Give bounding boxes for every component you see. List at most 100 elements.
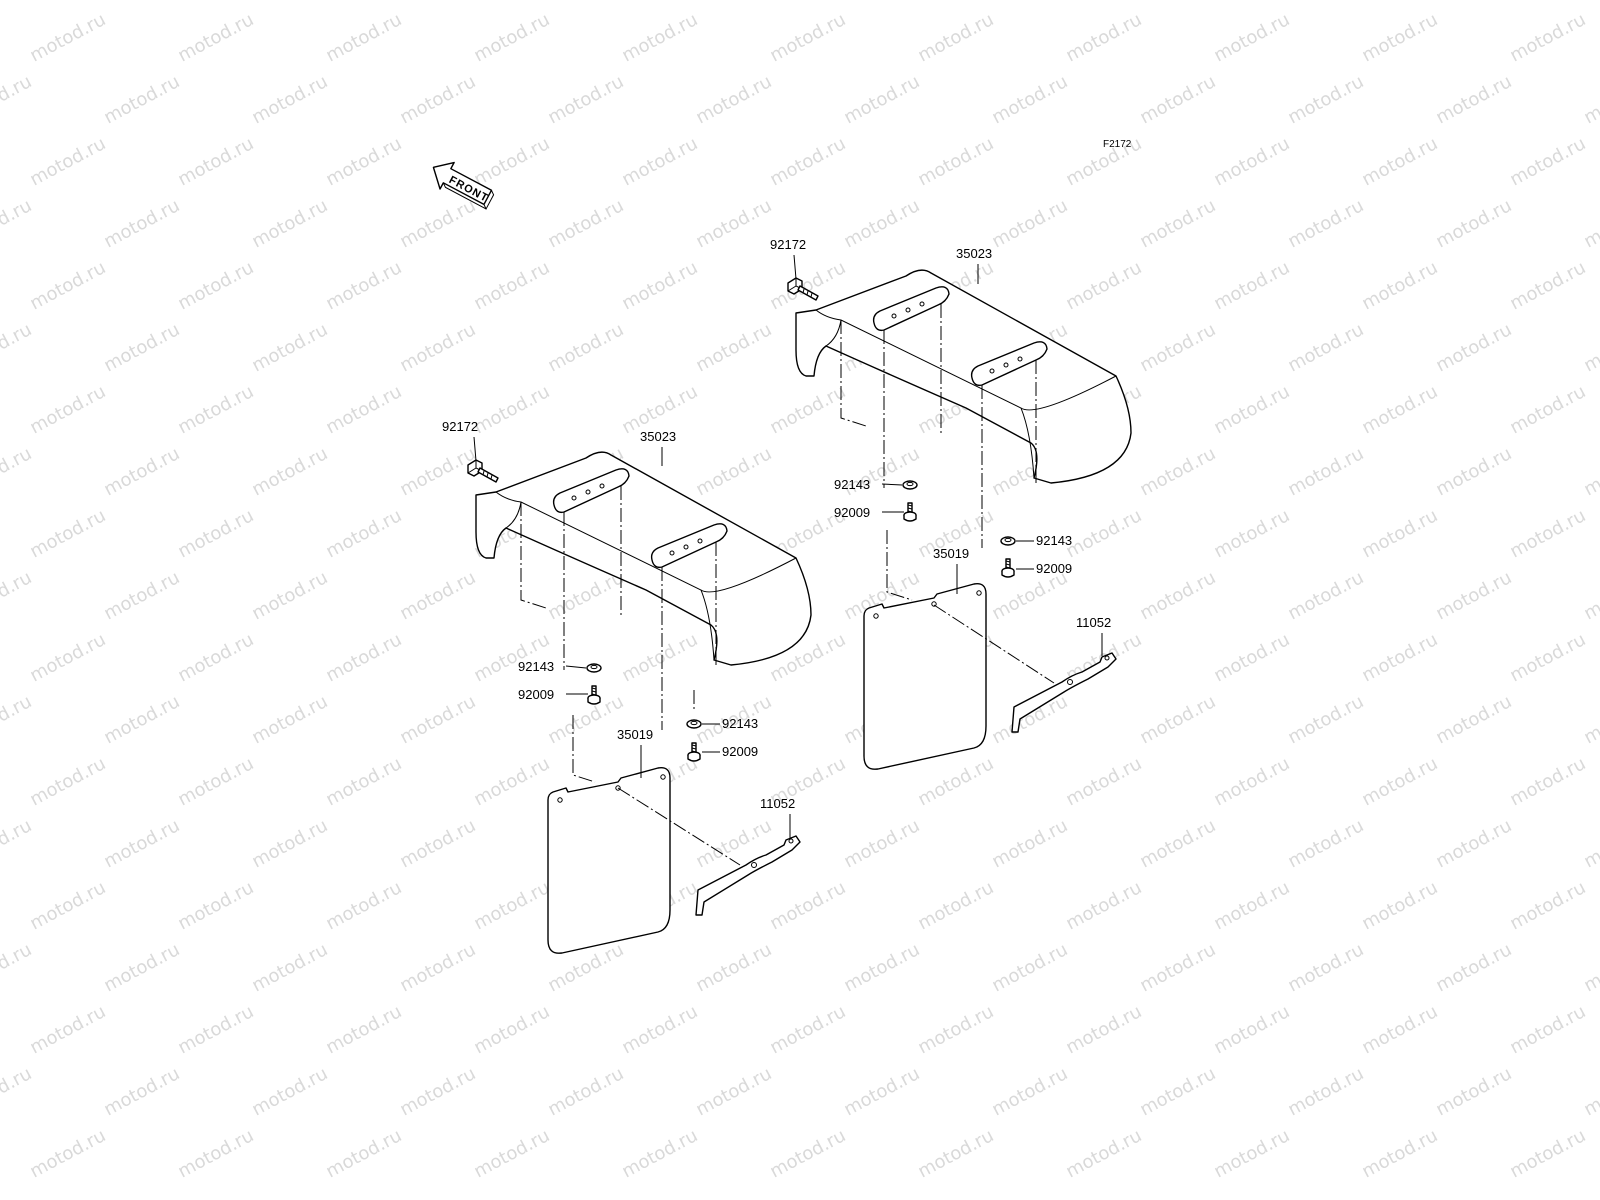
watermark-text: motod.ru	[26, 1001, 109, 1058]
watermark-text: motod.ru	[470, 1125, 553, 1182]
watermark-text: motod.ru	[1432, 939, 1515, 996]
watermark-text: motod.ru	[692, 0, 775, 4]
watermark-text: motod.ru	[174, 1125, 257, 1182]
watermark-text: motod.ru	[1284, 0, 1367, 4]
watermark-text: motod.ru	[1358, 753, 1441, 810]
watermark-text: motod.ru	[396, 815, 479, 872]
watermark-text: motod.ru	[26, 133, 109, 190]
watermark-text: motod.ru	[322, 629, 405, 686]
watermark-text: motod.ru	[544, 0, 627, 4]
watermark-text: motod.ru	[0, 71, 35, 128]
watermark-text: motod.ru	[248, 443, 331, 500]
watermark-text: motod.ru	[396, 1063, 479, 1120]
callout-a-bracket: 11052	[760, 796, 795, 811]
watermark-text: motod.ru	[1136, 567, 1219, 624]
watermark-text: motod.ru	[1210, 629, 1293, 686]
watermark-text: motod.ru	[692, 71, 775, 128]
watermark-text: motod.ru	[0, 443, 35, 500]
watermark-text: motod.ru	[1358, 381, 1441, 438]
watermark-text: motod.ru	[1136, 443, 1219, 500]
watermark-text: motod.ru	[1358, 1125, 1441, 1182]
callout-a-washer-right: 92143	[722, 716, 758, 731]
watermark-text: motod.ru	[1062, 1125, 1145, 1182]
watermark-text: motod.ru	[692, 1063, 775, 1120]
watermark-text: motod.ru	[322, 257, 405, 314]
watermark-text: motod.ru	[1506, 629, 1589, 686]
watermark-text: motod.ru	[0, 0, 35, 4]
watermark-text: motod.ru	[1062, 1001, 1145, 1058]
watermark-text: motod.ru	[248, 195, 331, 252]
watermark-text: motod.ru	[1062, 9, 1145, 66]
watermark-text: motod.ru	[248, 71, 331, 128]
watermark-text: motod.ru	[840, 815, 923, 872]
fender-assembly-b	[787, 269, 1132, 770]
watermark-text: motod.ru	[988, 939, 1071, 996]
watermark-text: motod.ru	[1358, 877, 1441, 934]
watermark-text: motod.ru	[1358, 629, 1441, 686]
watermark-text: motod.ru	[100, 443, 183, 500]
watermark-text: motod.ru	[618, 629, 701, 686]
watermark-text: motod.ru	[470, 133, 553, 190]
watermark-text: motod.ru	[766, 877, 849, 934]
watermark-text: motod.ru	[988, 815, 1071, 872]
watermark-text: motod.ru	[100, 567, 183, 624]
watermark-text: motod.ru	[1432, 443, 1515, 500]
watermark-text: motod.ru	[618, 9, 701, 66]
watermark-text: motod.ru	[248, 1063, 331, 1120]
watermark-text: motod.ru	[1432, 567, 1515, 624]
watermark-text: motod.ru	[1062, 877, 1145, 934]
bolt-92009-a-left	[587, 685, 601, 705]
watermark-text: motod.ru	[100, 71, 183, 128]
watermark-text: motod.ru	[322, 753, 405, 810]
callout-a-bolt-left: 92009	[518, 687, 554, 702]
watermark-text: motod.ru	[322, 505, 405, 562]
callout-b-washer-right: 92143	[1036, 533, 1072, 548]
watermark-text: motod.ru	[914, 753, 997, 810]
watermark-text: motod.ru	[1506, 257, 1589, 314]
callout-b-bolt-right: 92009	[1036, 561, 1072, 576]
watermark-text: motod.ru	[26, 877, 109, 934]
watermark-text: motod.ru	[1062, 505, 1145, 562]
watermark-text: motod.ru	[174, 381, 257, 438]
watermark-text: motod.ru	[1358, 9, 1441, 66]
watermark-text: motod.ru	[914, 9, 997, 66]
watermark-text: motod.ru	[100, 815, 183, 872]
watermark-text: motod.ru	[1432, 815, 1515, 872]
watermark-text: motod.ru	[470, 257, 553, 314]
watermark-text: motod.ru	[1210, 1125, 1293, 1182]
watermark-text: motod.ru	[544, 71, 627, 128]
watermark-text: motod.ru	[470, 381, 553, 438]
watermark-text: motod.ru	[396, 567, 479, 624]
watermark-text: motod.ru	[396, 691, 479, 748]
watermark-text: motod.ru	[1580, 567, 1600, 624]
figure-code: F2172	[1103, 139, 1132, 150]
watermark-text: motod.ru	[174, 629, 257, 686]
watermark-text: motod.ru	[1062, 753, 1145, 810]
watermark-text: motod.ru	[174, 753, 257, 810]
watermark-text: motod.ru	[840, 1063, 923, 1120]
watermark-text: motod.ru	[396, 0, 479, 4]
watermark-text: motod.ru	[470, 1001, 553, 1058]
watermark-text: motod.ru	[692, 939, 775, 996]
watermark-text: motod.ru	[470, 753, 553, 810]
watermark-text: motod.ru	[1284, 939, 1367, 996]
watermark-text: motod.ru	[248, 567, 331, 624]
watermark-text: motod.ru	[1210, 257, 1293, 314]
watermark-text: motod.ru	[0, 939, 35, 996]
washer-92143-a-right	[686, 719, 702, 729]
callout-b-flap: 35019	[933, 546, 969, 561]
watermark-text: motod.ru	[1284, 691, 1367, 748]
watermark-text: motod.ru	[544, 1063, 627, 1120]
watermark-text: motod.ru	[1284, 319, 1367, 376]
watermark-text: motod.ru	[396, 443, 479, 500]
watermark-text: motod.ru	[1210, 133, 1293, 190]
watermark-text: motod.ru	[1432, 319, 1515, 376]
watermark-text: motod.ru	[174, 1001, 257, 1058]
watermark-text: motod.ru	[1506, 1125, 1589, 1182]
watermark-text: motod.ru	[470, 877, 553, 934]
watermark-text: motod.ru	[322, 133, 405, 190]
watermark-text: motod.ru	[1506, 9, 1589, 66]
watermark-text: motod.ru	[988, 1063, 1071, 1120]
watermark-text: motod.ru	[248, 939, 331, 996]
watermark-text: motod.ru	[248, 0, 331, 4]
